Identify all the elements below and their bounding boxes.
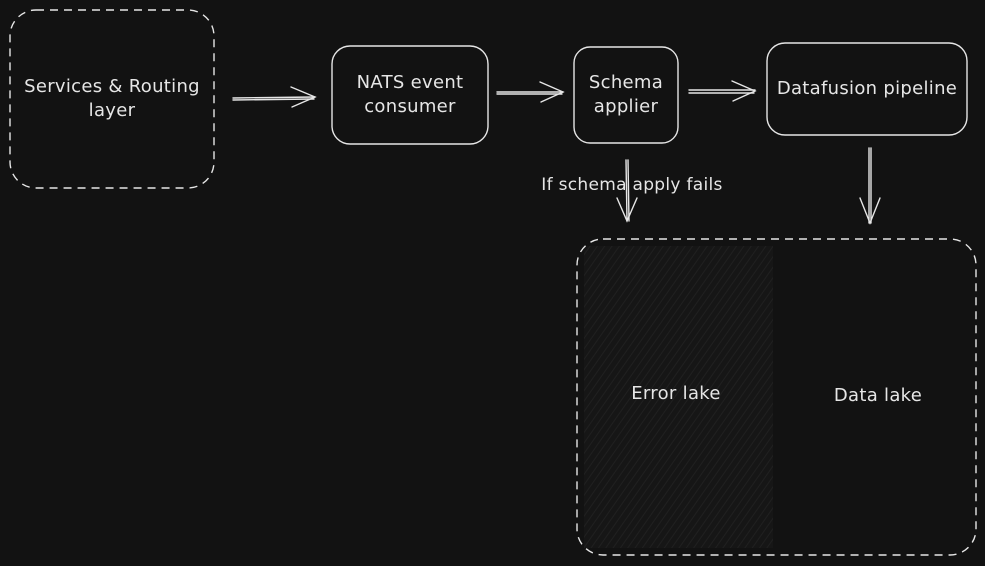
data-lake-label: Data lake [833, 385, 923, 406]
services-routing-label: Services & Routing layer [24, 76, 200, 121]
lakes-container [576, 238, 977, 556]
arrow-schema-to-error-lake [616, 159, 638, 223]
arrow-datafusion-to-data-lake [859, 147, 881, 225]
arrow-schema-to-datafusion [688, 80, 757, 102]
error-lake-fill[interactable] [584, 246, 773, 548]
arrow-nats-to-schema [496, 81, 565, 103]
schema-applier-label: Schema applier [588, 72, 664, 117]
services-routing-box[interactable] [9, 9, 215, 189]
datafusion-pipeline-label: Datafusion pipeline [776, 78, 958, 99]
schema-applier-box[interactable] [573, 46, 679, 144]
nats-consumer-box[interactable] [331, 45, 489, 145]
arrow-services-to-nats [232, 86, 317, 108]
nats-consumer-label: NATS event consumer [356, 72, 464, 117]
schema-fail-edge-label: If schema apply fails [541, 175, 723, 195]
datafusion-pipeline-box[interactable] [766, 42, 968, 136]
error-lake-label: Error lake [631, 383, 721, 404]
